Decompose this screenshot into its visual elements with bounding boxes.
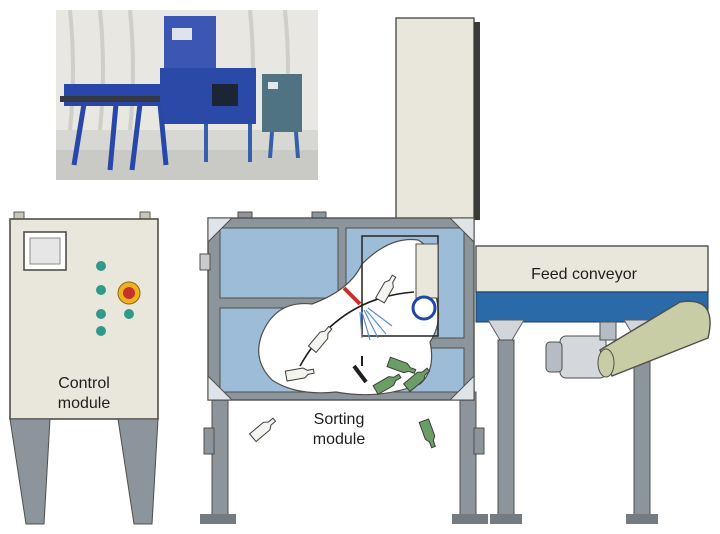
emergency-stop-button [117, 281, 141, 305]
feed-conveyor: Feed conveyor [475, 245, 711, 524]
photo-inset [56, 9, 318, 180]
bottle-icon [284, 367, 315, 382]
feed-chute [599, 300, 711, 377]
bottle-icon [307, 325, 333, 354]
cabinet-leg [9, 418, 51, 525]
water-spray [359, 307, 393, 341]
control-module-label-line2: module [58, 395, 111, 412]
feed-conveyor-label: Feed conveyor [531, 266, 638, 283]
sorting-frame [199, 211, 488, 524]
bottle-icon [374, 274, 397, 304]
indicator-light [124, 309, 134, 319]
sorting-module-label-line1: Sorting [314, 411, 365, 428]
camera-lens [411, 295, 437, 321]
indicator-light [96, 326, 106, 336]
cabinet-leg [117, 418, 159, 525]
bottle-icon [372, 373, 402, 396]
control-module-label-line1: Control [58, 375, 110, 392]
motor [545, 321, 617, 379]
indicator-light [96, 285, 106, 295]
camera-tower [395, 17, 475, 221]
bottle-icon [418, 418, 436, 449]
sorting-module-label-line2: module [313, 431, 366, 448]
bottle-icon [248, 417, 277, 443]
indicator-light [96, 261, 106, 271]
bottle-icon [386, 356, 417, 374]
control-cabinet: Control module [9, 211, 159, 525]
bottle-icon [402, 367, 431, 393]
indicator-light [96, 309, 106, 319]
reject-nozzle [342, 286, 362, 306]
